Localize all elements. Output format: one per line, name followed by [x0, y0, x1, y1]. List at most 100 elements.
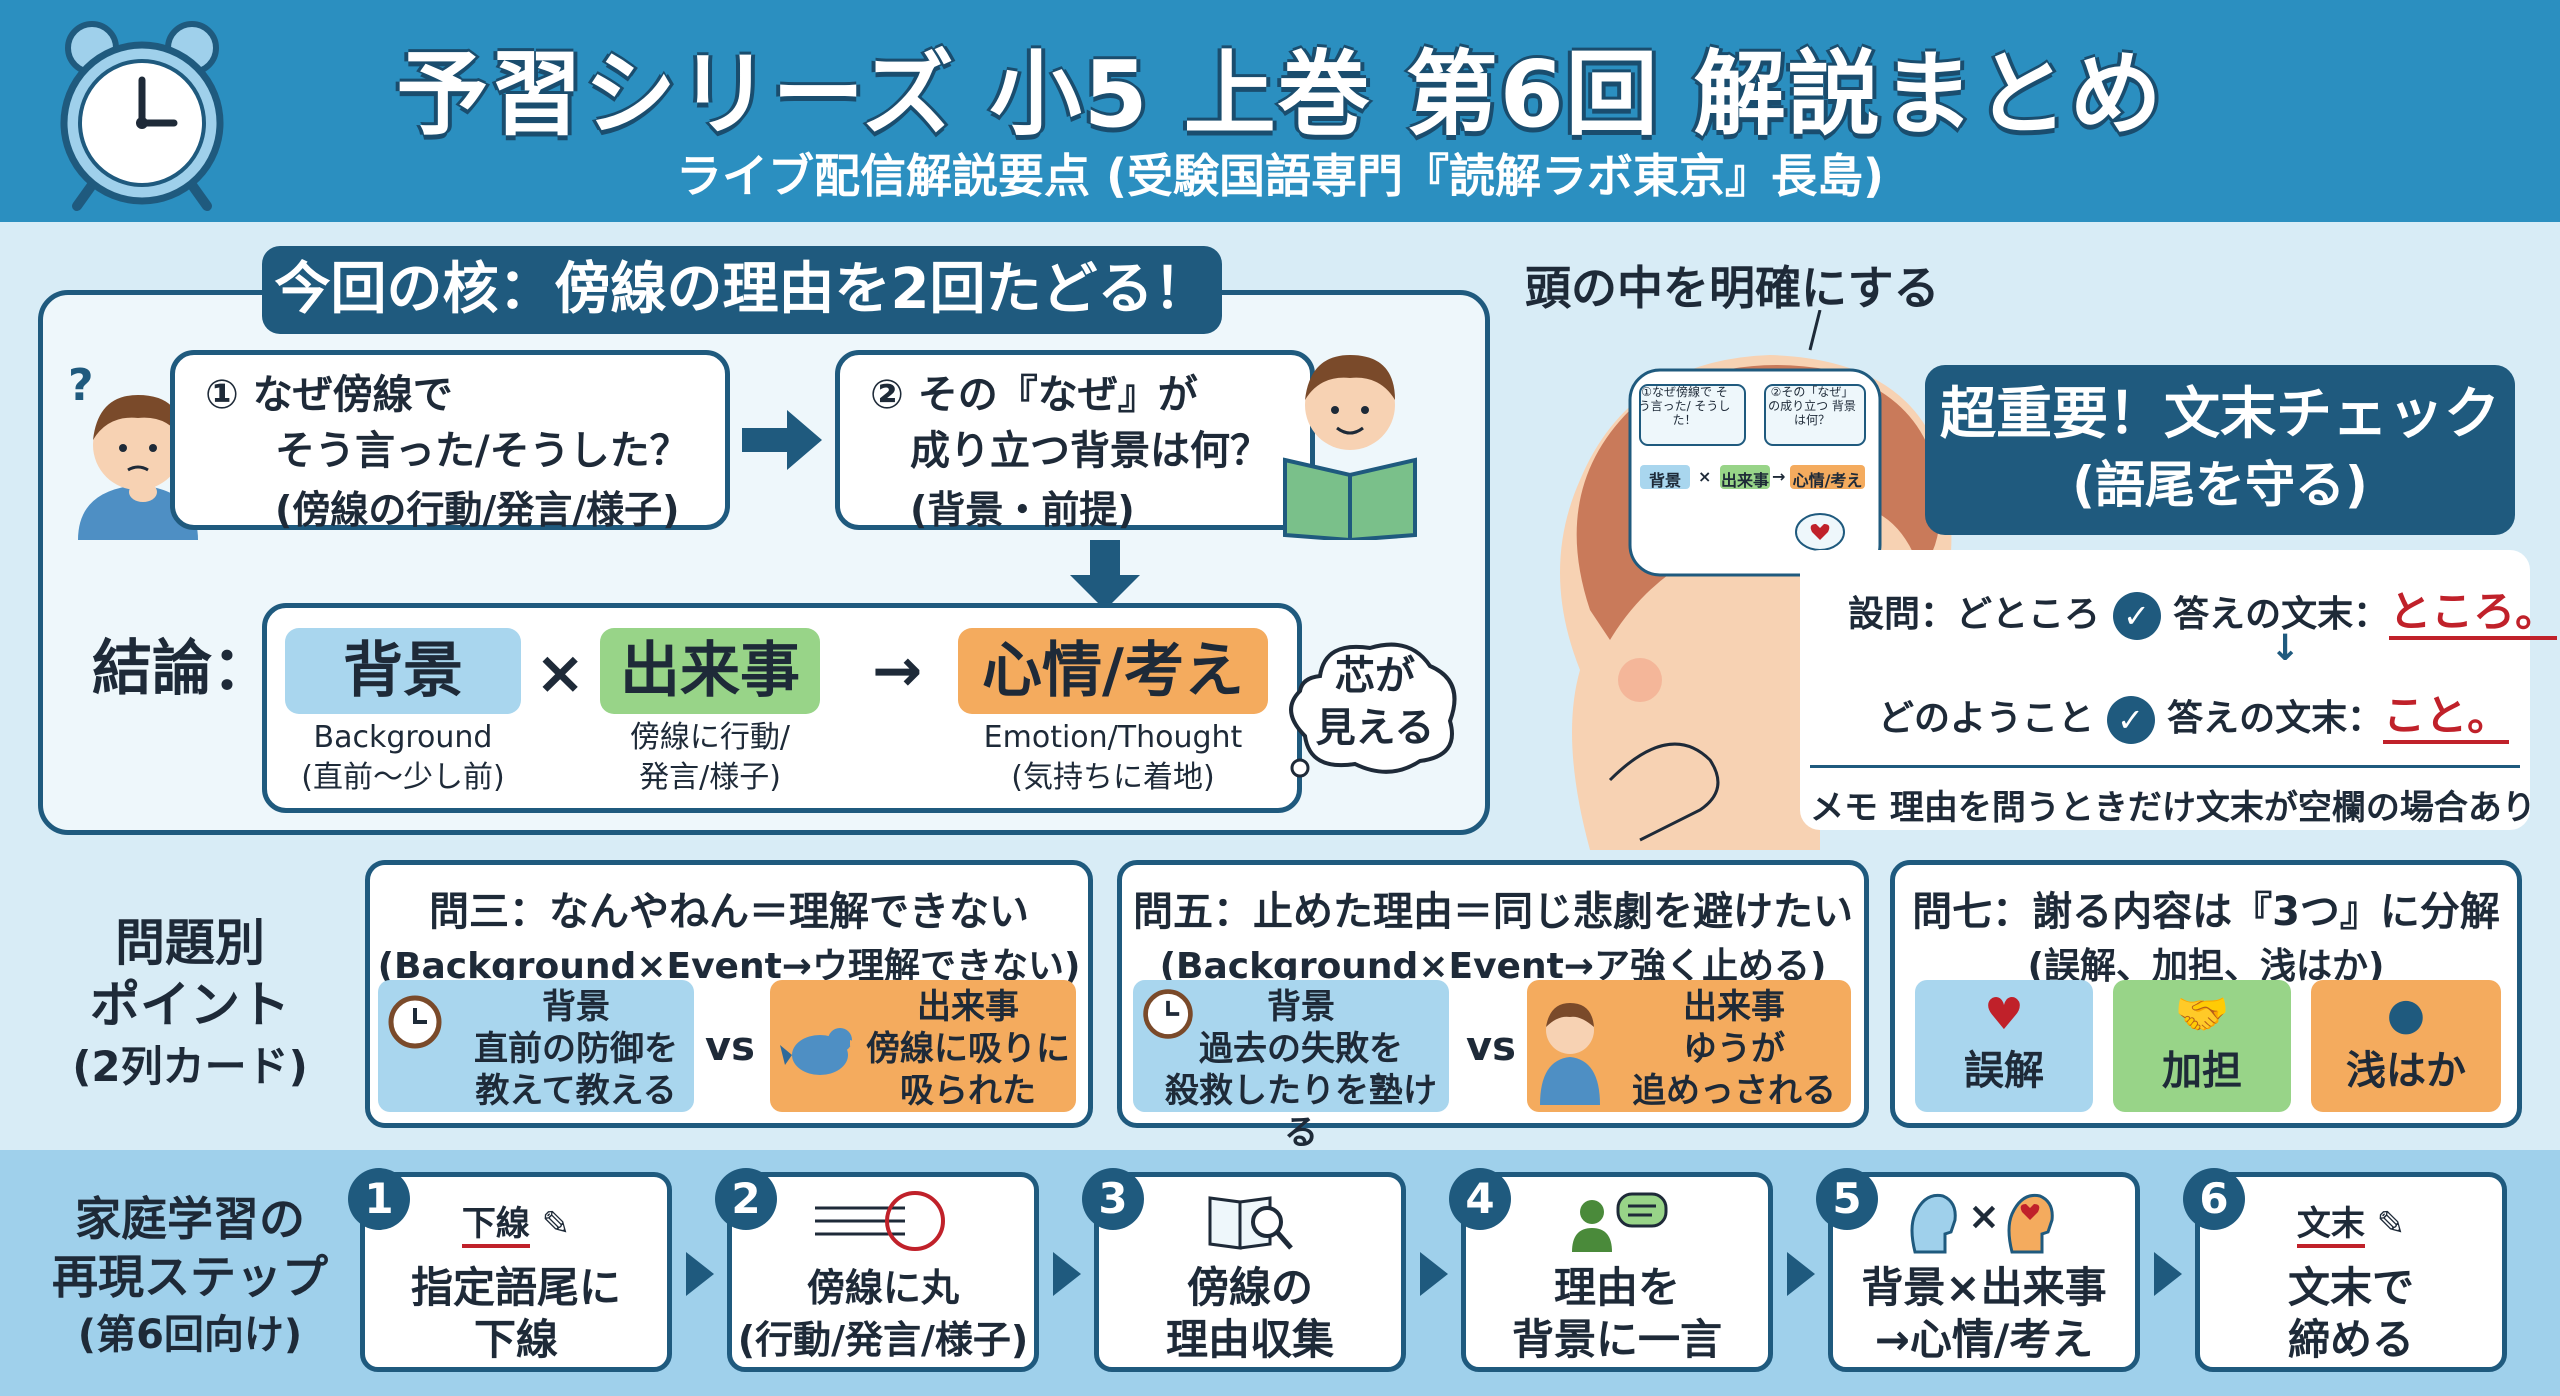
card3-ev-l1: 出来事 — [917, 987, 1019, 1027]
clock-icon — [388, 995, 442, 1049]
step-arrow-icon — [1420, 1252, 1448, 1296]
check-icon: ✓ — [2106, 696, 2155, 744]
card5-ev-l1: 出来事 — [1683, 987, 1785, 1027]
brain-formula-em: 心情/考え — [1792, 471, 1863, 490]
ending-row-1: 設問：どところ ✓ 答えの文末：ところ。 — [1848, 578, 2558, 640]
bird-icon — [780, 1028, 860, 1075]
step2-line1: 傍線に丸 — [806, 1266, 959, 1310]
card3-ev-l2: 傍線に吸りに — [866, 1029, 1070, 1069]
steps-label-2: 再現ステップ — [52, 1250, 328, 1304]
step6-line1: 文末で — [2287, 1263, 2414, 1312]
question-1-box: ① なぜ傍線で そう言った/そうした？ (傍線の行動/発言/様子) — [170, 350, 730, 532]
row2-answer: 答えの文末： — [2167, 698, 2384, 739]
alarm-clock-icon — [60, 21, 224, 211]
important-title: 超重要！文末チェック — [1940, 382, 2500, 447]
brain-icon: ● — [2386, 989, 2426, 1040]
step-number-5: 5 — [1816, 1168, 1878, 1230]
card5-background: 背景 過去の失敗を 殺救したりを塾ける — [1133, 980, 1449, 1153]
step2-line2: (行動/発言/様子) — [737, 1318, 1029, 1362]
person-speech-icon — [1572, 1192, 1668, 1252]
vs-label: vs — [705, 1024, 755, 1070]
vs-label: vs — [1466, 1024, 1516, 1070]
card3-title: 問三：なんやねん＝理解できない — [429, 889, 1029, 935]
event-note-2: 発言/様子) — [639, 760, 781, 795]
step-arrow-icon — [1053, 1252, 1081, 1296]
svg-text:?: ? — [68, 360, 94, 411]
ending-check-box — [1800, 550, 2530, 830]
card7-item-3: 浅はか — [2346, 1048, 2466, 1094]
step-text-1: 指定語尾に 下線 — [360, 1262, 672, 1366]
card3-bg-l1: 背景 — [542, 987, 610, 1027]
step1-line1: 指定語尾に — [410, 1263, 621, 1312]
card5-bg-l2: 過去の失敗を — [1199, 1029, 1403, 1069]
card3-bg-l2: 直前の防御を — [474, 1029, 678, 1069]
step-number-6: 6 — [2183, 1168, 2245, 1230]
ending-pencil-icon: 文末 ✎ — [2195, 1196, 2507, 1248]
card3-ev-l3: 吸られた — [900, 1071, 1036, 1111]
important-callout: 超重要！文末チェック (語尾を守る) — [1925, 365, 2515, 535]
problems-label-3: (2列カード) — [72, 1042, 308, 1091]
card5-ev-l2: ゆうが — [1683, 1029, 1785, 1069]
background-pill: 背景 — [285, 628, 521, 714]
result-arrow: → — [872, 636, 923, 706]
question-2-line1: ② その『なぜ』が — [870, 372, 1198, 418]
thought-bubble-icon — [1289, 642, 1457, 778]
step-card-6 — [2195, 1172, 2507, 1372]
boy-icon — [1540, 1003, 1600, 1105]
step-text-2: 傍線に丸 (行動/発言/様子) — [727, 1262, 1039, 1366]
conclusion-label: 結論： — [92, 634, 272, 704]
step4-line1: 理由を — [1553, 1263, 1680, 1312]
step4-line2: 背景に一言 — [1511, 1315, 1722, 1364]
steps-label: 家庭学習の 再現ステップ (第6回向け) — [40, 1190, 340, 1364]
card5-title: 問五：止めた理由＝同じ悲劇を避けたい — [1133, 889, 1853, 935]
row2-question: どのようこと — [1878, 698, 2095, 739]
step6-line2: 締める — [2287, 1315, 2414, 1364]
brain-formula-ev: 出来事 — [1720, 471, 1769, 490]
problems-label: 問題別 ポイント (2列カード) — [40, 912, 340, 1098]
step-card-1 — [360, 1172, 672, 1372]
row1-answer: 答えの文末： — [2173, 594, 2390, 635]
question-2-note: (背景・前提) — [910, 488, 1135, 532]
card3-event: 出来事 傍線に吸りに 吸られた — [770, 980, 1076, 1112]
bubble-line2: 見える — [1315, 705, 1435, 751]
step-arrow-icon — [1787, 1252, 1815, 1296]
important-sub: (語尾を守る) — [2072, 456, 2368, 514]
handshake-icon: 🤝 — [2174, 989, 2230, 1040]
step-card-2 — [727, 1172, 1039, 1372]
thinking-head-icon — [1560, 310, 1952, 850]
page-subtitle: ライブ配信解説要点 (受験国語専門『読解ラボ東京』長島) — [675, 149, 1885, 203]
down-arrow-icon: ↓ — [2270, 628, 2301, 669]
row1-question: 設問：どところ — [1848, 594, 2101, 635]
event-note-1: 傍線に行動/ — [629, 720, 791, 755]
step5-line2: →心情/考え — [1874, 1315, 2094, 1364]
page-title: 予習シリーズ 小5 上巻 第6回 解説まとめ — [396, 41, 2164, 148]
step-number-4: 4 — [1449, 1168, 1511, 1230]
background-note: (直前〜少し前) — [301, 760, 505, 795]
underline-pencil-icon: 下線 ✎ — [360, 1196, 672, 1248]
card7-item-2: 加担 — [2162, 1048, 2242, 1094]
event-pill: 出来事 — [600, 628, 820, 714]
arrow-right-icon — [742, 410, 822, 470]
card5-bg-l3: 殺救したりを塾ける — [1165, 1071, 1437, 1153]
head-blue-icon — [1910, 1193, 1957, 1254]
step-arrow-icon — [686, 1252, 714, 1296]
ending-row-2: どのようこと ✓ 答えの文末：こと。 — [1878, 682, 2510, 744]
times-sign: × — [535, 638, 586, 708]
emotion-caption: Emotion/Thought (気持ちに着地) — [948, 718, 1278, 798]
head-caption: 頭の中を明確にする — [1525, 261, 1940, 315]
row2-ending: こと。 — [2383, 691, 2510, 744]
steps-label-3: (第6回向け) — [77, 1312, 303, 1358]
check-icon: ✓ — [2112, 592, 2161, 640]
step6-icon-text: 文末 — [2296, 1204, 2365, 1248]
card7-title: 問七：謝る内容は『3つ』に分解 — [1912, 889, 2500, 935]
step-text-5: 背景×出来事 →心情/考え — [1828, 1262, 2140, 1366]
step-text-4: 理由を 背景に一言 — [1461, 1262, 1773, 1366]
question-1-line2: そう言った/そうした？ — [275, 428, 690, 474]
book-magnifier-icon — [1208, 1196, 1293, 1250]
step1-icon-text: 下線 — [461, 1204, 530, 1248]
card7-item-shallow: ● 浅はか — [2311, 980, 2501, 1112]
background-en: Background — [313, 720, 493, 755]
card7-item-misunderstanding: ♥ 誤解 — [1915, 980, 2093, 1112]
clock-icon — [1143, 989, 1193, 1039]
step3-line2: 理由収集 — [1165, 1315, 1334, 1364]
